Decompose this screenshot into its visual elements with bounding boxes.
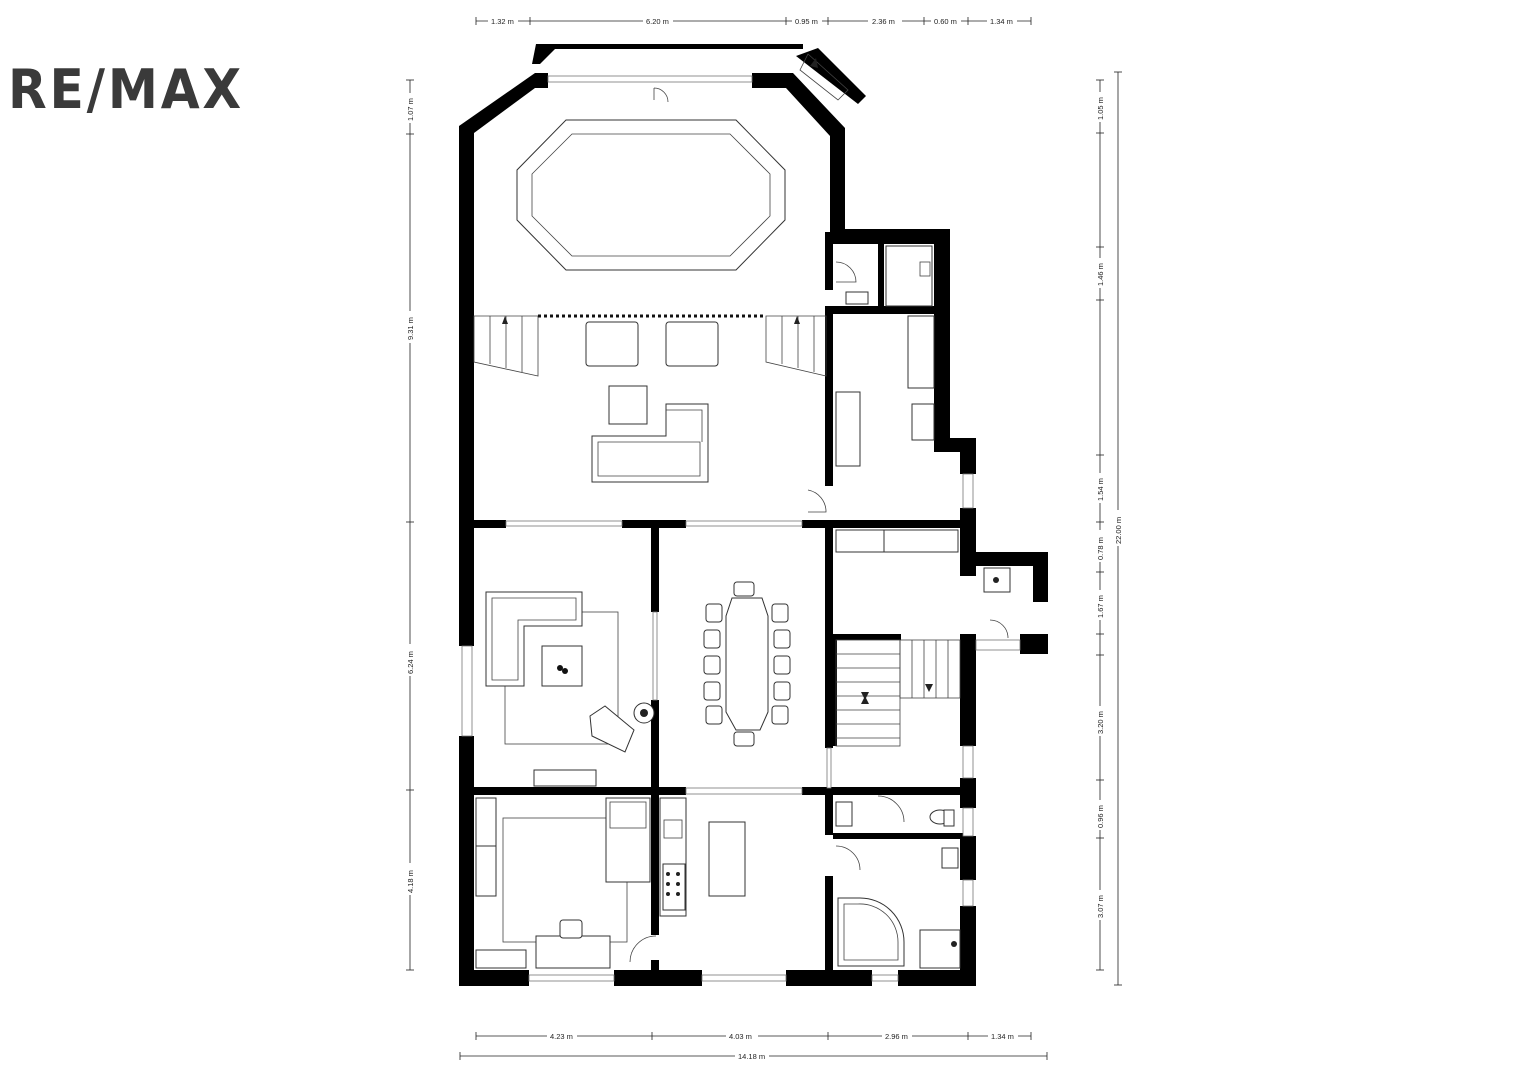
dimension-top: 1.32 m 6.20 m 0.95 m 2.36 m 0.60 m 1.34 … [475, 16, 1032, 26]
dim-bottom-4: 1.34 m [991, 1032, 1014, 1041]
living-room-furniture [485, 591, 655, 787]
dimension-left: 1.07 m 9.31 m 6.24 m 4.18 m [404, 79, 416, 971]
lounge-furniture [585, 321, 719, 483]
kitchen-furniture [659, 797, 746, 917]
dim-top-1: 1.32 m [491, 17, 514, 26]
center-stairs [835, 529, 961, 747]
bedroom-furniture [475, 797, 657, 969]
wall-top-left-angle [459, 73, 548, 522]
upper-stairs [473, 53, 849, 377]
dim-bottom-3: 2.96 m [885, 1032, 908, 1041]
dim-left-2: 9.31 m [406, 317, 415, 340]
dim-right-2: 1.46 m [1096, 263, 1105, 286]
dim-top-4: 2.36 m [872, 17, 895, 26]
annex-furniture [807, 245, 935, 513]
logo-text: RE/MAX [8, 58, 244, 118]
bathroom-furniture [835, 795, 961, 969]
remax-logo: RE/MAX [8, 58, 244, 118]
dim-left-3: 6.24 m [406, 651, 415, 674]
wall-annex-right [934, 229, 950, 444]
windows [461, 75, 974, 982]
dim-top-3: 0.95 m [795, 17, 818, 26]
pool [516, 87, 786, 271]
wall-top-right-angle [752, 73, 845, 232]
dim-right-4: 0.78 m [1096, 537, 1105, 560]
dim-right-total: 22.00 m [1114, 517, 1123, 544]
dim-right-5: 1.67 m [1096, 595, 1105, 618]
dimension-bottom: 4.23 m 4.03 m 2.96 m 1.34 m 14.18 m [459, 1031, 1048, 1061]
dim-top-5: 0.60 m [934, 17, 957, 26]
dim-bottom-1: 4.23 m [550, 1032, 573, 1041]
dim-top-2: 6.20 m [646, 17, 669, 26]
wall-terrace-top [536, 44, 803, 49]
dim-left-1: 1.07 m [406, 98, 415, 121]
dim-left-4: 4.18 m [406, 870, 415, 893]
wall-annex-top [830, 229, 950, 244]
dim-right-8: 3.07 m [1096, 895, 1105, 918]
dining-furniture [703, 581, 791, 747]
dim-bottom-total: 14.18 m [738, 1052, 765, 1061]
dim-right-7: 0.96 m [1096, 805, 1105, 828]
dim-right-1: 1.05 m [1096, 97, 1105, 120]
dimension-right: 1.05 m 1.46 m 1.54 m 0.78 m 1.67 m 3.20 … [1094, 71, 1124, 986]
dim-right-6: 3.20 m [1096, 711, 1105, 734]
dim-right-3: 1.54 m [1096, 478, 1105, 501]
dim-bottom-2: 4.03 m [729, 1032, 752, 1041]
entry-wc [975, 567, 1021, 651]
window-pool-top [547, 75, 753, 83]
dim-top-6: 1.34 m [990, 17, 1013, 26]
